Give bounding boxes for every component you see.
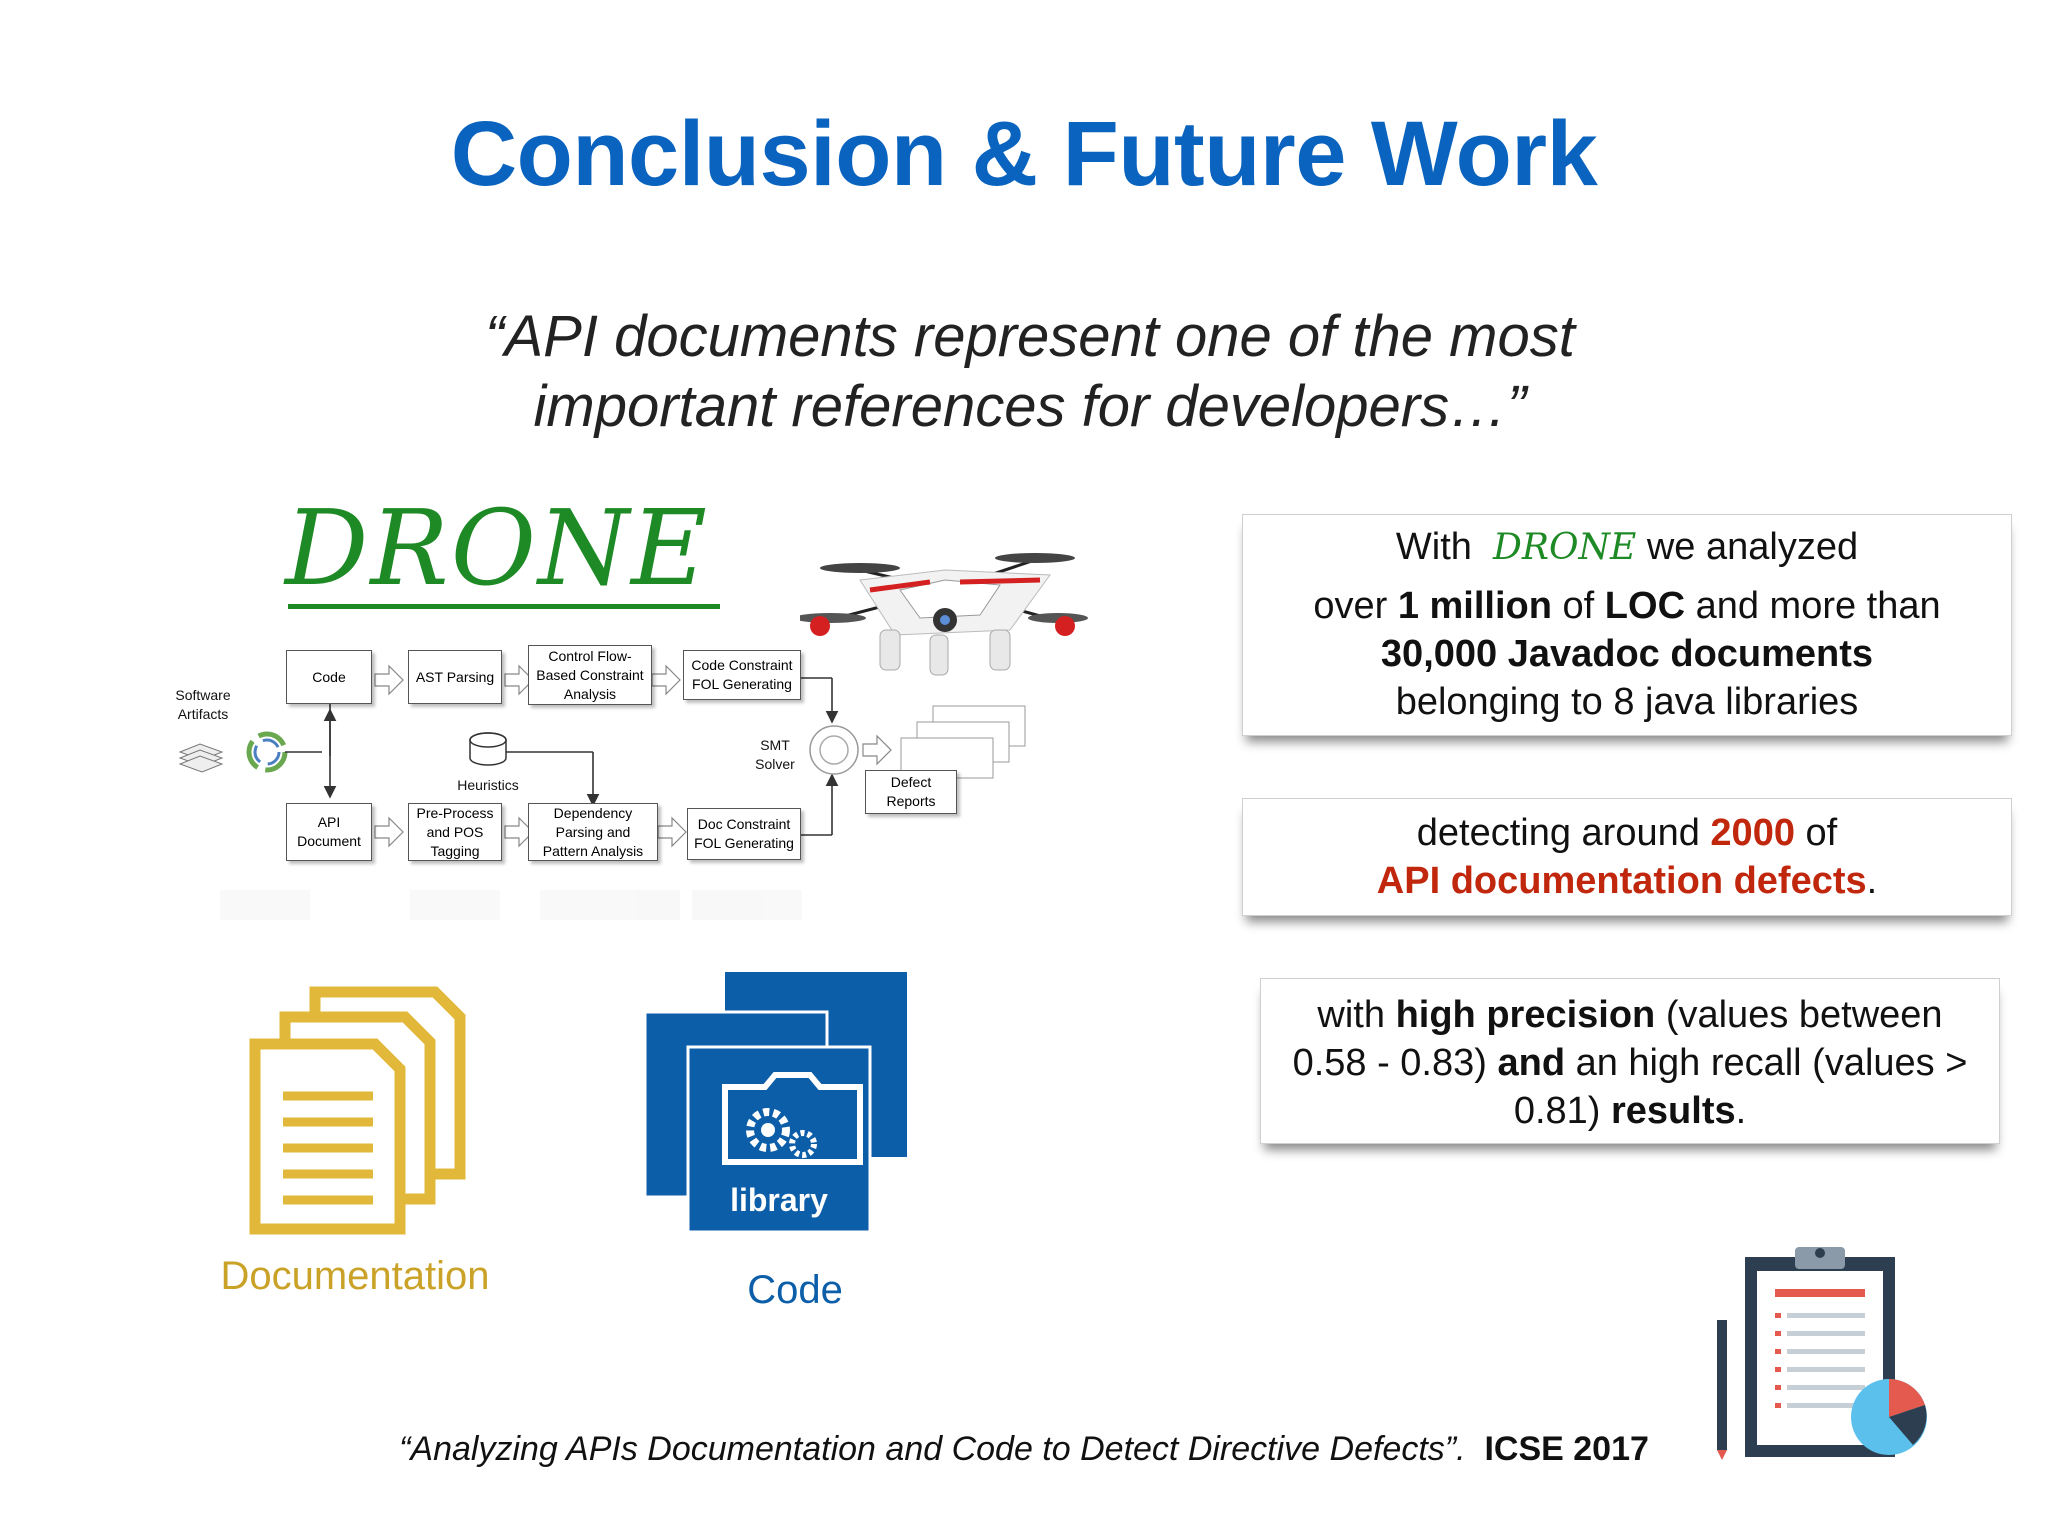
library-icon: library — [640, 972, 910, 1232]
quote-line-1: “API documents represent one of the most — [485, 304, 1575, 369]
preprocess-node: Pre-Process and POS Tagging — [408, 803, 502, 861]
library-icon-label: library — [730, 1182, 828, 1218]
drone-inline-logo: DRONE — [1493, 527, 1637, 568]
defect-reports-node: Defect Reports — [865, 770, 957, 814]
smt-solver-label: SMT Solver — [755, 737, 795, 772]
software-artifacts-label: Software Artifacts — [175, 687, 231, 722]
summary-box-precision: with high precision (values between 0.58… — [1260, 978, 2000, 1144]
dependency-node: Dependency Parsing and Pattern Analysis — [528, 803, 658, 861]
drone-logo-underline — [288, 604, 720, 609]
reference-citation: “Analyzing APIs Documentation and Code t… — [0, 1430, 2048, 1469]
control-flow-node: Control Flow- Based Constraint Analysis — [528, 645, 652, 705]
drone-logo: DRONE — [285, 487, 709, 609]
documentation-label: Documentation — [220, 1254, 490, 1298]
reference-venue: ICSE 2017 — [1484, 1430, 1649, 1468]
flow-diagram: Software Artifacts Code AST Parsing Cont… — [165, 640, 1045, 940]
clipboard-icon — [1717, 1247, 1927, 1460]
doc-constraint-node: Doc Constraint FOL Generating — [687, 808, 801, 860]
quote-line-2: important references for developers…” — [533, 374, 1527, 439]
summary-box-analysis: With DRONE we analyzed over 1 million of… — [1242, 514, 2012, 736]
flow-arrows — [178, 664, 1026, 920]
drone-image — [800, 553, 1088, 676]
code-node: Code — [286, 650, 372, 704]
quote: “API documents represent one of the most… — [300, 302, 1760, 442]
slide-title: Conclusion & Future Work — [450, 103, 1598, 205]
reference-paper-title: “Analyzing APIs Documentation and Code t… — [399, 1430, 1466, 1468]
code-constraint-node: Code Constraint FOL Generating — [683, 650, 801, 700]
api-document-node: API Document — [286, 803, 372, 861]
ast-parsing-node: AST Parsing — [408, 650, 502, 704]
summary-box-defects: detecting around 2000 of API documentati… — [1242, 798, 2012, 916]
code-label: Code — [747, 1268, 843, 1312]
heuristics-label: Heuristics — [457, 777, 519, 793]
documentation-icon — [249, 986, 466, 1235]
